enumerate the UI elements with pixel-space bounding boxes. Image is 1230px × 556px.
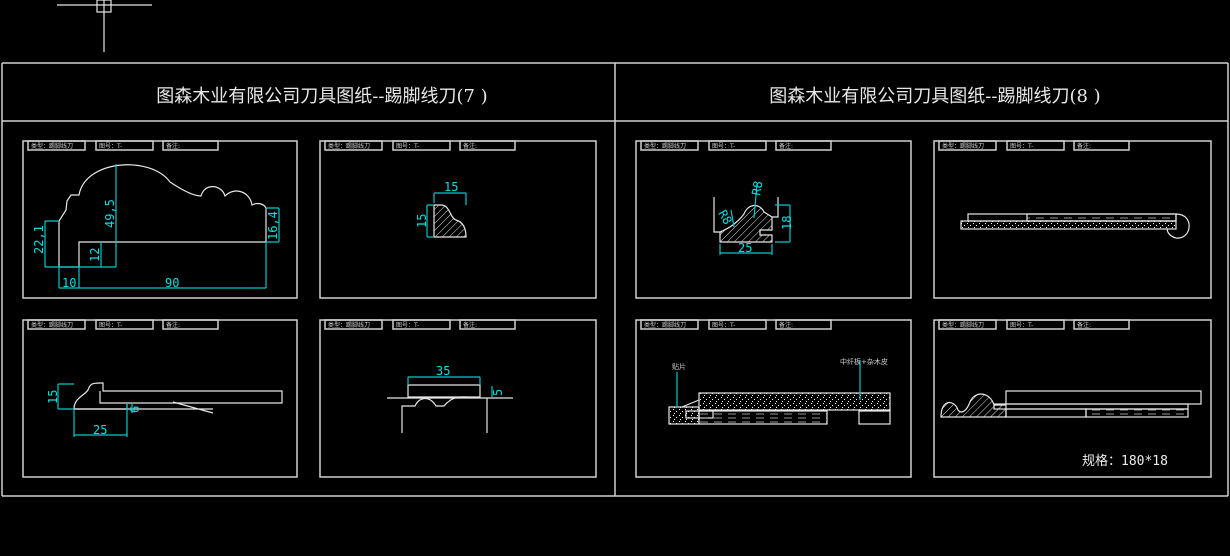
title-block-drawing-no: 图号：T- [396, 322, 419, 329]
profile-drawing-6 [960, 213, 1190, 239]
drawing-panel-1[interactable]: 类型：踢脚线刀 图号：T- 备注: [22, 140, 298, 299]
title-block-remark: 备注: [1077, 321, 1091, 329]
panel-frame [933, 319, 1212, 478]
dim-12: 12 [88, 248, 102, 262]
title-block-drawing-no: 图号：T- [712, 322, 735, 329]
title-block-box [640, 319, 699, 330]
profile-drawing-8: 规格：180*18 [940, 390, 1202, 469]
profile-drawing-4: 35 5 [387, 364, 513, 433]
title-block-drawing-no: 图号：T- [99, 143, 122, 150]
dim-35: 35 [436, 364, 450, 378]
title-block-box [1073, 140, 1130, 151]
title-block-box [1073, 319, 1130, 330]
title-block-box [938, 140, 997, 151]
panel-frame [635, 140, 912, 299]
crosshair-cursor-icon [57, 0, 152, 52]
drawing-panel-8[interactable]: 类型：踢脚线刀 图号：T- 备注: [933, 319, 1212, 478]
title-block-box [640, 140, 699, 151]
dim-90: 90 [165, 276, 179, 290]
title-block-drawing-no: 图号：T- [1010, 322, 1033, 329]
title-block-box [324, 140, 383, 151]
title-block-box [95, 140, 154, 151]
title-block-box [1006, 140, 1065, 151]
title-block-remark: 备注: [463, 142, 477, 150]
profile-drawing-2: 15 15 [415, 180, 467, 238]
title-block-type: 类型：踢脚线刀 [942, 321, 984, 329]
title-block-box [775, 319, 832, 330]
dim-15: 15 [46, 390, 60, 404]
profile-drawing-1: 22,1 49,5 12 16,4 10 90 [32, 164, 280, 290]
title-block-box [1006, 319, 1065, 330]
title-block-box [459, 319, 516, 330]
title-block-drawing-no: 图号：T- [99, 322, 122, 329]
title-block-box [27, 319, 86, 330]
title-block-type: 类型：踢脚线刀 [31, 142, 73, 150]
title-block-type: 类型：踢脚线刀 [644, 321, 686, 329]
panel-frame [933, 140, 1212, 299]
title-block-type: 类型：踢脚线刀 [942, 142, 984, 150]
title-block-type: 类型：踢脚线刀 [328, 321, 370, 329]
title-block-box [392, 319, 451, 330]
dim-16-4: 16,4 [266, 211, 280, 240]
title-block-drawing-no: 图号：T- [1010, 143, 1033, 150]
dim-22-1: 22,1 [32, 225, 46, 254]
title-block-remark: 备注: [779, 142, 793, 150]
panel-frame [635, 319, 912, 478]
title-block-box [708, 319, 767, 330]
dim-10: 10 [62, 276, 76, 290]
title-block-remark: 备注: [166, 142, 180, 150]
panel-frame [319, 319, 597, 478]
sheet-title-8: 图森木业有限公司刀具图纸--踢脚线刀(8 ) [769, 86, 1100, 107]
dim-25: 25 [93, 423, 107, 437]
title-block-type: 类型：踢脚线刀 [644, 142, 686, 150]
title-block-box [459, 140, 516, 151]
dim-18: 18 [780, 216, 794, 230]
dim-5: 5 [491, 389, 505, 396]
panel-frame [319, 140, 597, 299]
title-block-drawing-no: 图号：T- [712, 143, 735, 150]
drawing-panel-2[interactable]: 类型：踢脚线刀 图号：T- 备注: [319, 140, 597, 299]
drawing-panel-5[interactable]: 类型：踢脚线刀 图号：T- 备注: [635, 140, 912, 299]
title-block-remark: 备注: [166, 321, 180, 329]
profile-drawing-3: 15 6 25 [46, 382, 283, 437]
title-block-remark: 备注: [779, 321, 793, 329]
sheet-frame [1, 62, 1229, 497]
drawing-panel-6[interactable]: 类型：踢脚线刀 图号：T- 备注: [933, 140, 1212, 299]
title-block-drawing-no: 图号：T- [396, 143, 419, 150]
title-block-box [392, 140, 451, 151]
profile-drawing-5: R8 R8 18 25 [713, 180, 794, 255]
spec-text: 规格：180*18 [1082, 453, 1168, 469]
title-block-box [27, 140, 86, 151]
annotation-veneer: 贴片 [672, 362, 686, 371]
title-block-remark: 备注: [1077, 142, 1091, 150]
title-block-box [95, 319, 154, 330]
drawing-panel-4[interactable]: 类型：踢脚线刀 图号：T- 备注: [319, 319, 597, 478]
title-block-box [938, 319, 997, 330]
title-block-box [324, 319, 383, 330]
title-block-type: 类型：踢脚线刀 [328, 142, 370, 150]
title-block-box [162, 140, 219, 151]
panel-frame [22, 140, 298, 299]
dim-15-height: 15 [415, 214, 429, 228]
annotation-mdf: 中纤板+杂木皮 [840, 357, 888, 366]
title-block-type: 类型：踢脚线刀 [31, 321, 73, 329]
panel-frame [22, 319, 298, 478]
profile-drawing-7: 贴片 中纤板+杂木皮 [668, 357, 891, 425]
title-block-box [775, 140, 832, 151]
dim-r8-top: R8 [749, 180, 765, 197]
title-block-remark: 备注: [463, 321, 477, 329]
sheet-title-7: 图森木业有限公司刀具图纸--踢脚线刀(7 ) [156, 86, 487, 107]
title-block-box [708, 140, 767, 151]
dim-15-width: 15 [444, 180, 458, 194]
dim-6: 6 [128, 406, 142, 413]
drawing-panel-3[interactable]: 类型：踢脚线刀 图号：T- 备注: [22, 319, 298, 478]
dim-25: 25 [738, 241, 752, 255]
drawing-panel-7[interactable]: 类型：踢脚线刀 图号：T- 备注: [635, 319, 912, 478]
dim-49-5: 49,5 [103, 199, 117, 228]
title-block-box [162, 319, 219, 330]
dim-r8-left: R8 [715, 208, 734, 228]
